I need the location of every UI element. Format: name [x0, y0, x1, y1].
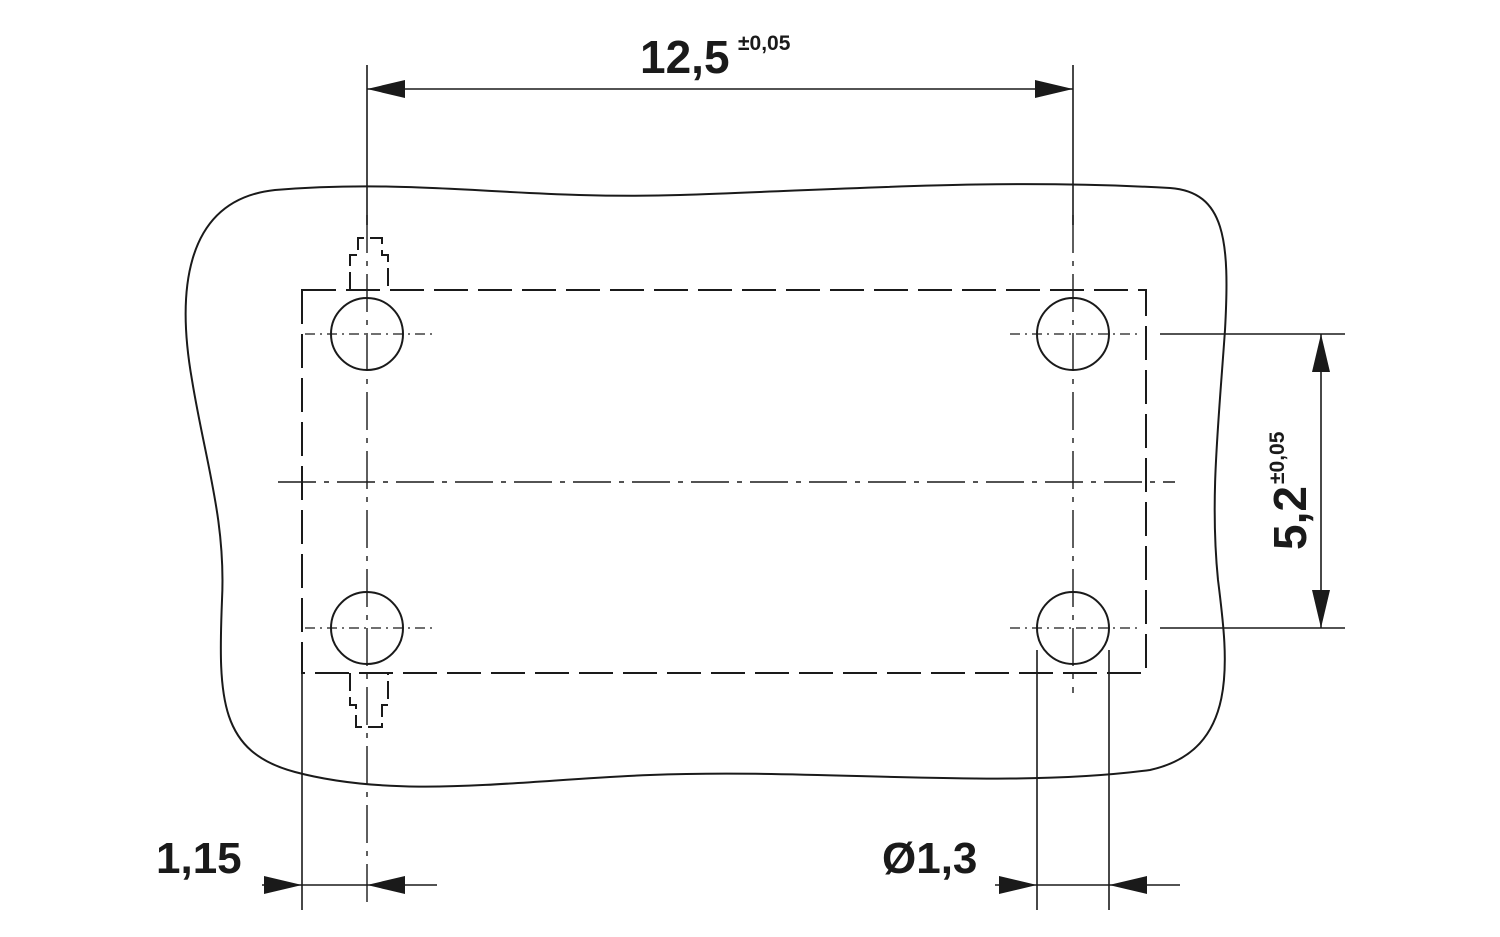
dim-horizontal-tolerance: ±0,05 [738, 32, 791, 55]
dim-vertical-pitch: 5,2 ±0,05 [1160, 333, 1345, 629]
hole-top-right [1010, 297, 1138, 371]
latch-bottom [349, 673, 389, 728]
hole-top-left [305, 297, 432, 371]
latch-top [349, 237, 389, 290]
board-outline [184, 183, 1228, 788]
dim-horizontal-value: 12,5 [640, 31, 730, 83]
dim-hole-diameter-value: Ø1,3 [882, 834, 977, 883]
dim-hole-diameter: Ø1,3 [882, 650, 1180, 910]
dim-vertical-value: 5,2 [1264, 486, 1316, 550]
dim-vertical-tolerance: ±0,05 [1266, 431, 1289, 484]
hole-bottom-left [305, 591, 432, 665]
hole-bottom-right [1010, 591, 1138, 665]
dim-horizontal-pitch: 12,5 ±0,05 [367, 31, 1073, 98]
dim-edge-offset-value: 1,15 [156, 834, 242, 883]
dim-edge-offset: 1,15 [156, 673, 437, 910]
